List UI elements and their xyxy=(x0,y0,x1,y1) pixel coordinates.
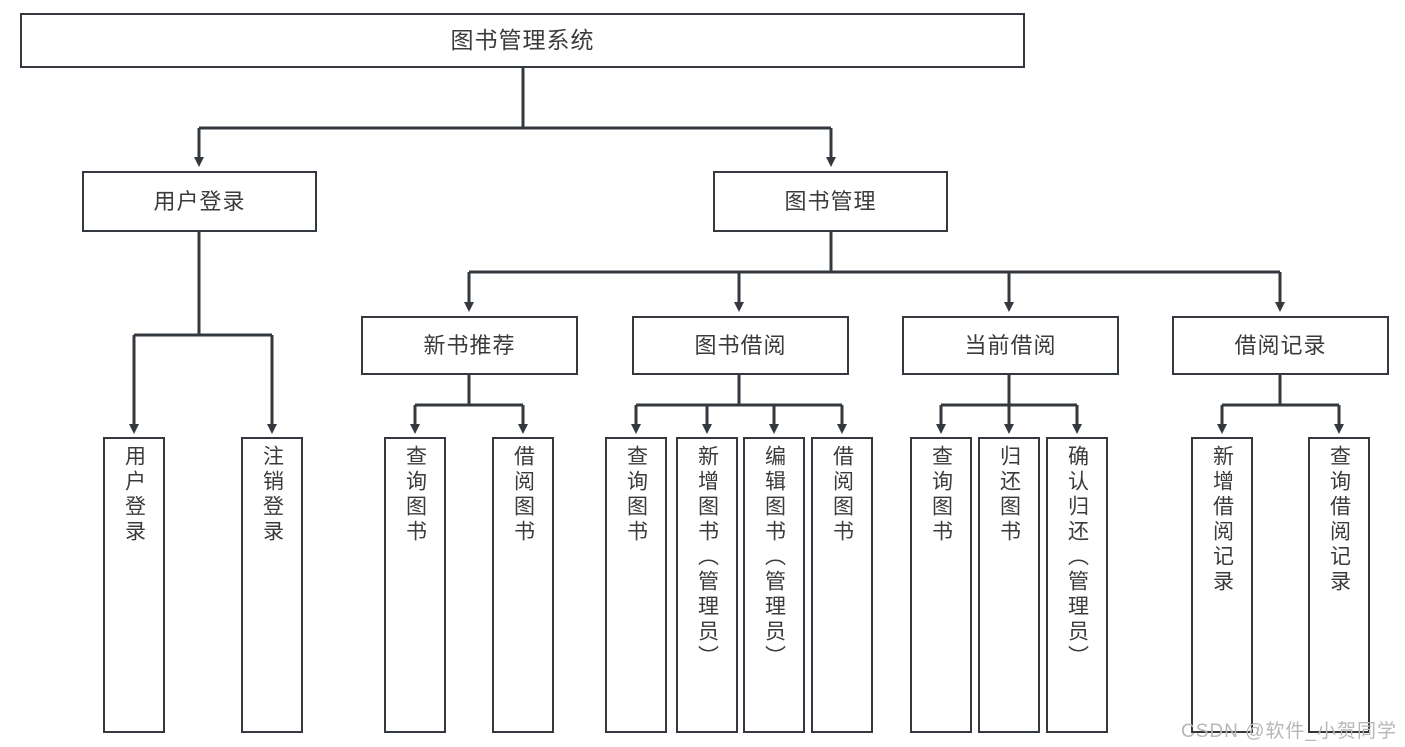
node-label: 图书借阅 xyxy=(694,332,787,358)
node-current-borrow[interactable]: 当前借阅 xyxy=(902,316,1119,375)
leaf-query-borrow-record[interactable]: 查询借阅记录 xyxy=(1308,437,1370,733)
leaf-return-book[interactable]: 归还图书 xyxy=(978,437,1040,733)
node-label: 查询图书 xyxy=(403,445,427,545)
node-label: 查询图书 xyxy=(624,445,648,545)
node-label: 借阅记录 xyxy=(1234,332,1327,358)
node-label: 借阅图书 xyxy=(511,445,535,545)
node-label: 确认归还（管理员） xyxy=(1065,445,1089,670)
node-root-system[interactable]: 图书管理系统 xyxy=(20,13,1025,68)
leaf-edit-book-admin[interactable]: 编辑图书（管理员） xyxy=(743,437,805,733)
leaf-query-book-recommend[interactable]: 查询图书 xyxy=(384,437,446,733)
leaf-add-book-admin[interactable]: 新增图书（管理员） xyxy=(676,437,738,733)
node-label: 当前借阅 xyxy=(964,332,1057,358)
node-label: 图书管理系统 xyxy=(450,27,595,54)
watermark-text: CSDN @软件_小贺同学 xyxy=(1181,721,1397,742)
node-label: 用户登录 xyxy=(122,445,146,545)
leaf-borrow-book[interactable]: 借阅图书 xyxy=(811,437,873,733)
node-label: 借阅图书 xyxy=(830,445,854,545)
leaf-add-borrow-record[interactable]: 新增借阅记录 xyxy=(1191,437,1253,733)
node-label: 查询图书 xyxy=(929,445,953,545)
node-label: 图书管理 xyxy=(784,188,877,214)
leaf-query-book-borrow[interactable]: 查询图书 xyxy=(605,437,667,733)
leaf-query-book-current[interactable]: 查询图书 xyxy=(910,437,972,733)
node-label: 编辑图书（管理员） xyxy=(762,445,786,670)
node-label: 归还图书 xyxy=(997,445,1021,545)
node-label: 新增借阅记录 xyxy=(1210,445,1234,595)
node-label: 新书推荐 xyxy=(423,332,516,358)
leaf-user-login[interactable]: 用户登录 xyxy=(103,437,165,733)
leaf-borrow-book-recommend[interactable]: 借阅图书 xyxy=(492,437,554,733)
node-user-login[interactable]: 用户登录 xyxy=(82,171,317,232)
node-borrow-record[interactable]: 借阅记录 xyxy=(1172,316,1389,375)
leaf-confirm-return-admin[interactable]: 确认归还（管理员） xyxy=(1046,437,1108,733)
node-new-book-recommend[interactable]: 新书推荐 xyxy=(361,316,578,375)
leaf-user-logout[interactable]: 注销登录 xyxy=(241,437,303,733)
node-label: 新增图书（管理员） xyxy=(695,445,719,670)
node-label: 用户登录 xyxy=(153,188,246,214)
node-book-management[interactable]: 图书管理 xyxy=(713,171,948,232)
node-label: 查询借阅记录 xyxy=(1327,445,1351,595)
node-label: 注销登录 xyxy=(260,445,284,545)
node-book-borrow[interactable]: 图书借阅 xyxy=(632,316,849,375)
